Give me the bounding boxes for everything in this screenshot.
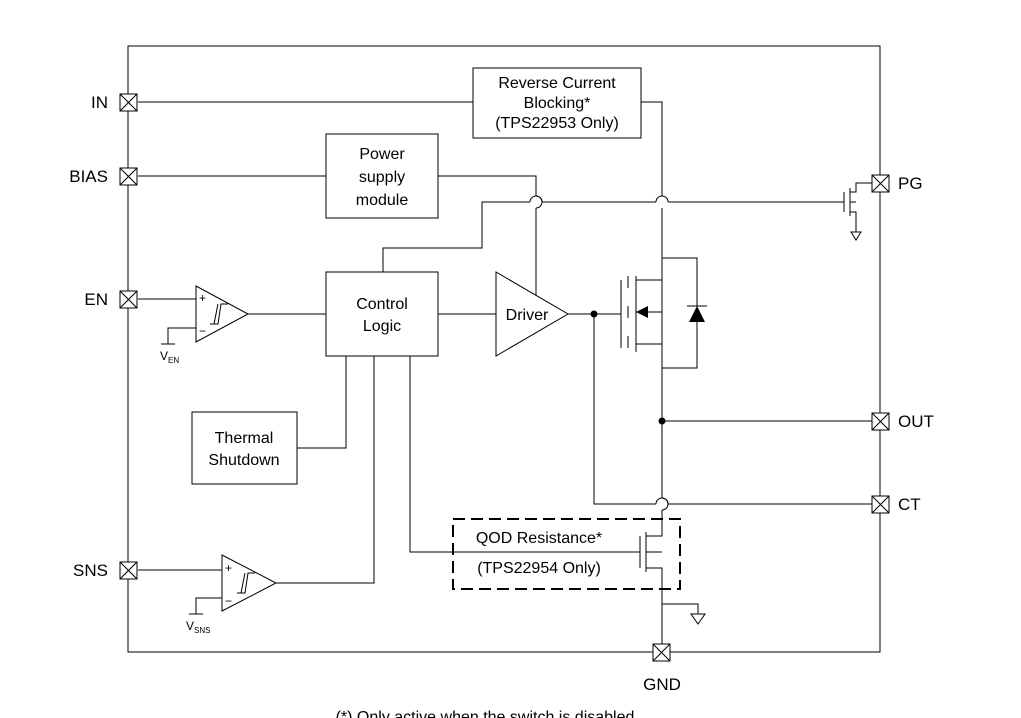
en-comparator: + − VEN (160, 285, 250, 365)
control-logic-block: Control Logic (325, 271, 439, 357)
comparator-minus-sign: − (199, 324, 206, 338)
sns-comparator: + − VSNS (186, 554, 278, 635)
pin-ct-label: CT (898, 495, 921, 514)
reverse-current-line-1: Reverse Current (498, 75, 616, 92)
pin-in (119, 93, 138, 112)
mosfet-arrow-icon (636, 306, 648, 318)
control-logic-line-2: Logic (363, 318, 401, 335)
pin-sns-label: SNS (73, 561, 108, 580)
junction-dot (658, 417, 666, 425)
footnote: (*) Only active when the switch is disab… (336, 709, 635, 718)
power-supply-line-2: supply (359, 169, 405, 186)
reverse-current-line-2: Blocking* (524, 95, 591, 112)
power-mosfet (620, 276, 648, 352)
reverse-current-block: Reverse Current Blocking* (TPS22953 Only… (472, 67, 642, 139)
pin-bias (119, 167, 138, 186)
control-logic-line-1: Control (356, 296, 408, 313)
pin-ct (871, 495, 890, 514)
pin-sns (119, 561, 138, 580)
vsns-label: VSNS (186, 619, 210, 635)
pin-out-label: OUT (898, 412, 934, 431)
thermal-line-2: Shutdown (208, 452, 279, 469)
reverse-current-line-3: (TPS22953 Only) (495, 115, 619, 132)
pin-pg-label: PG (898, 174, 923, 193)
power-supply-block: Power supply module (325, 133, 439, 219)
driver-block: Driver (495, 271, 569, 357)
pin-en-label: EN (84, 290, 108, 309)
body-diode-icon (687, 305, 707, 322)
ven-label: VEN (160, 349, 179, 365)
junction-dot (590, 310, 598, 318)
comparator-plus-sign: + (225, 561, 232, 575)
pin-out (871, 412, 890, 431)
thermal-shutdown-block: Thermal Shutdown (191, 411, 298, 485)
driver-label: Driver (506, 307, 549, 324)
ground-icon (850, 231, 862, 241)
hysteresis-icon (237, 572, 255, 594)
chip-outline (127, 45, 881, 653)
power-supply-line-3: module (356, 192, 409, 209)
pin-pg (871, 174, 890, 193)
qod-resistance-block: QOD Resistance* (TPS22954 Only) (452, 518, 681, 590)
wiring (138, 101, 872, 646)
hysteresis-icon (210, 303, 228, 325)
pin-gnd-label: GND (643, 675, 681, 694)
comparator-minus-sign: − (225, 594, 232, 608)
power-supply-line-1: Power (359, 146, 405, 163)
thermal-line-1: Thermal (215, 430, 274, 447)
pin-bias-label: BIAS (69, 167, 108, 186)
pin-en (119, 290, 138, 309)
qod-line-2: (TPS22954 Only) (477, 560, 601, 577)
ground-icon (690, 613, 706, 625)
pin-gnd (652, 643, 671, 662)
comparator-plus-sign: + (199, 291, 206, 305)
qod-line-1: QOD Resistance* (476, 530, 602, 547)
pin-in-label: IN (91, 93, 108, 112)
